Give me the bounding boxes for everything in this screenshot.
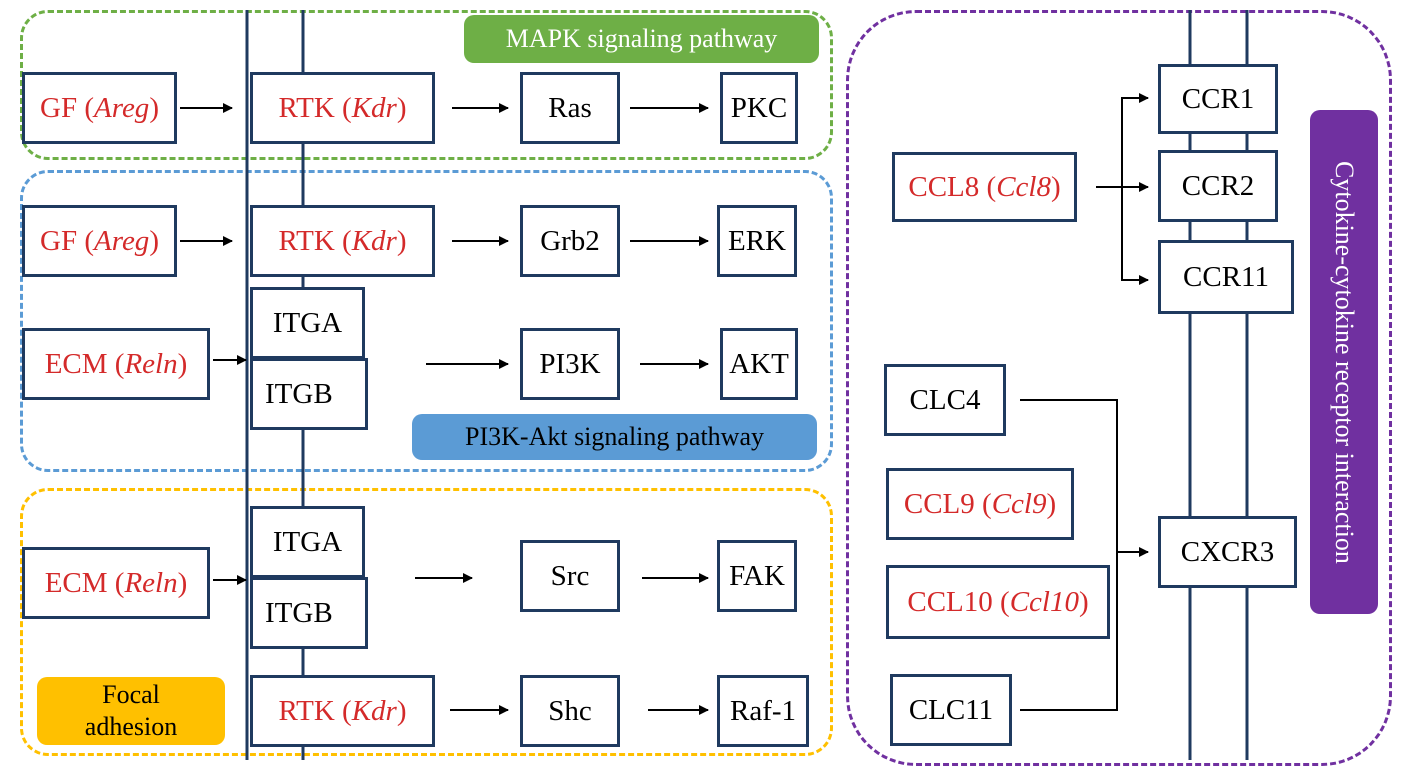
- kdr-gene: Kdr: [351, 224, 397, 257]
- ecm-label: ECM: [44, 347, 108, 380]
- kdr-gene: Kdr: [351, 694, 397, 727]
- ccl9-label: CCL9: [903, 487, 975, 520]
- clc4-node: CLC4: [884, 364, 1006, 436]
- grb2-node: Grb2: [520, 205, 620, 277]
- rtk-kdr-node: RTK (Kdr): [250, 205, 435, 277]
- gf-areg-node: GF (Areg): [22, 72, 177, 144]
- fak-node: FAK: [717, 540, 797, 612]
- itgb-node: ITGB: [250, 577, 368, 649]
- mapk-pathway-frame: [20, 10, 833, 160]
- arrow: [1121, 187, 1149, 285]
- ccr1-node: CCR1: [1158, 64, 1278, 134]
- focal-adhesion-label-line2: adhesion: [84, 712, 178, 741]
- shc-node: Shc: [520, 675, 620, 747]
- ecm-reln-node: ECM (Reln): [22, 547, 210, 619]
- pkc-node: PKC: [720, 72, 798, 144]
- cytokine-receptor-frame: [846, 10, 1392, 766]
- ccr11-node: CCR11: [1158, 240, 1294, 314]
- pi3k-akt-pathway-label: PI3K-Akt signaling pathway: [412, 414, 817, 460]
- itgb-node: ITGB: [250, 358, 368, 430]
- ecm-label: ECM: [44, 566, 108, 599]
- pi3k-node: PI3K: [520, 328, 620, 400]
- focal-adhesion-frame: [20, 488, 833, 756]
- kdr-gene: Kdr: [351, 91, 397, 124]
- erk-node: ERK: [717, 205, 797, 277]
- pi3k-akt-pathway-frame: [20, 170, 833, 472]
- akt-node: AKT: [720, 328, 798, 400]
- itga-node: ITGA: [250, 287, 365, 359]
- ccl8-node: CCL8 (Ccl8): [892, 152, 1077, 222]
- areg-gene: Areg: [94, 224, 150, 257]
- itga-node: ITGA: [250, 506, 365, 578]
- ccl10-gene: Ccl10: [1009, 585, 1079, 618]
- gf-label: GF: [40, 91, 78, 124]
- gf-areg-node: GF (Areg): [22, 205, 177, 277]
- rtk-label: RTK: [278, 694, 335, 727]
- ccl8-label: CCL8: [908, 170, 980, 203]
- connector: [1020, 399, 1118, 711]
- ccl10-label: CCL10: [907, 585, 993, 618]
- clc11-node: CLC11: [890, 674, 1012, 746]
- cxcr3-node: CXCR3: [1158, 516, 1297, 588]
- mapk-pathway-label: MAPK signaling pathway: [464, 15, 819, 63]
- rtk-kdr-node: RTK (Kdr): [250, 72, 435, 144]
- reln-gene: Reln: [124, 566, 178, 599]
- ccl9-gene: Ccl9: [991, 487, 1047, 520]
- focal-adhesion-label: Focal adhesion: [37, 677, 225, 745]
- ras-node: Ras: [520, 72, 620, 144]
- rtk-label: RTK: [278, 91, 335, 124]
- ccl10-node: CCL10 (Ccl10): [886, 565, 1110, 639]
- ccl9-node: CCL9 (Ccl9): [886, 468, 1074, 540]
- ccl8-gene: Ccl8: [996, 170, 1051, 203]
- arrow: [1121, 93, 1149, 187]
- raf1-node: Raf-1: [717, 675, 809, 747]
- ccr2-node: CCR2: [1158, 150, 1278, 222]
- gf-label: GF: [40, 224, 78, 257]
- focal-adhesion-label-line1: Focal: [102, 680, 160, 709]
- ecm-reln-node: ECM (Reln): [22, 328, 210, 400]
- cytokine-receptor-label: Cytokine-cytokine receptor interaction: [1310, 110, 1378, 614]
- reln-gene: Reln: [124, 347, 178, 380]
- src-node: Src: [520, 540, 620, 612]
- rtk-label: RTK: [278, 224, 335, 257]
- areg-gene: Areg: [94, 91, 150, 124]
- rtk-kdr-node: RTK (Kdr): [250, 675, 435, 747]
